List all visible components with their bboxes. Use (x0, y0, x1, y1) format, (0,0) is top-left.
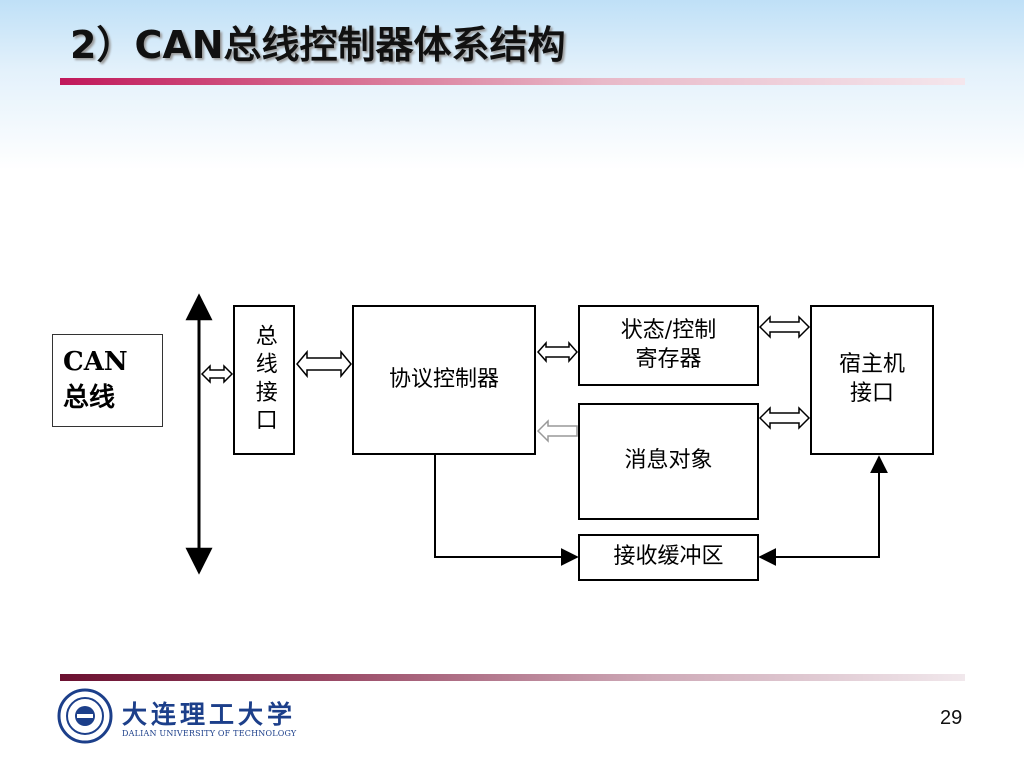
receive-buffer-label: 接收缓冲区 (613, 544, 724, 570)
university-name-cn: 大连理工大学 (122, 700, 297, 729)
message-to-host-arrow (758, 406, 811, 430)
status-control-register-box: 状态/控制 寄存器 (578, 305, 759, 386)
bus-to-interface-arrow (200, 364, 234, 384)
protocol-controller-box: 协议控制器 (352, 305, 536, 455)
receive-buffer-box: 接收缓冲区 (578, 534, 759, 581)
message-to-protocol-arrow (536, 419, 578, 443)
rxbuffer-to-host-line (758, 455, 888, 566)
university-name-en: DALIAN UNIVERSITY OF TECHNOLOGY (122, 729, 297, 738)
bus-interface-box: 总线接口 (233, 305, 295, 455)
protocol-to-rxbuffer-line (434, 455, 579, 566)
footer-divider (60, 674, 965, 681)
status-to-host-arrow (758, 315, 811, 339)
page-number: 29 (940, 707, 963, 729)
bus-interface-label: 总线接口 (251, 324, 277, 436)
message-object-box: 消息对象 (578, 403, 759, 520)
protocol-controller-label: 协议控制器 (388, 366, 499, 392)
slide-title: 2）CAN总线控制器体系结构 (70, 23, 566, 67)
interface-to-protocol-arrow (296, 349, 352, 379)
university-seal-icon (57, 688, 113, 744)
host-interface-box: 宿主机 接口 (810, 305, 934, 455)
can-bus-label-box: CAN 总线 (52, 334, 163, 427)
protocol-to-status-arrow (536, 341, 579, 363)
title-divider (60, 78, 965, 85)
message-object-label: 消息对象 (624, 448, 713, 474)
